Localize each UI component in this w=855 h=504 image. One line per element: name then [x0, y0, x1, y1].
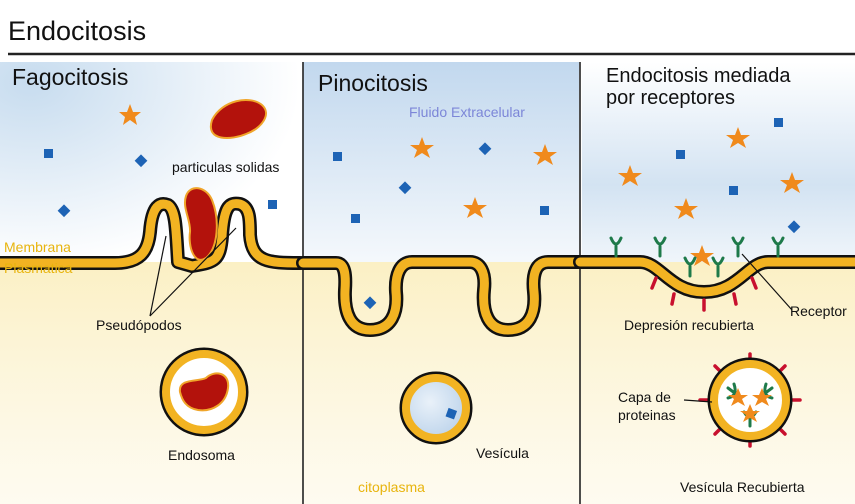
capa-label-2: proteinas: [618, 407, 676, 423]
vesicula-label: Vesícula: [476, 445, 529, 461]
molecule-square: [676, 150, 685, 159]
depresion-label: Depresión recubierta: [624, 317, 754, 333]
receptor-label: Receptor: [790, 303, 847, 319]
molecule-square: [351, 214, 360, 223]
coated-vesicle: [700, 354, 800, 446]
vesicle: [406, 378, 466, 438]
molecule-square: [540, 206, 549, 215]
endosoma-label: Endosoma: [168, 447, 235, 463]
section-title-fagocitosis: Fagocitosis: [12, 64, 128, 90]
section-title-pinocitosis: Pinocitosis: [318, 70, 428, 96]
section-title-receptores-1: Endocitosis mediada: [606, 65, 791, 87]
section-title-receptores-2: por receptores: [606, 87, 735, 109]
page-title: Endocitosis: [8, 16, 146, 46]
particulas-label: particulas solidas: [172, 159, 279, 175]
pseudopodos-label: Pseudópodos: [96, 317, 182, 333]
fluido-label: Fluido Extracelular: [409, 104, 525, 120]
molecule-square: [774, 118, 783, 127]
molecule-square: [268, 200, 277, 209]
molecule-square: [729, 186, 738, 195]
capa-label-1: Capa de: [618, 389, 671, 405]
molecule-square: [333, 152, 342, 161]
membrana-label-2: Plasmatica: [4, 260, 73, 276]
citoplasma-label: citoplasma: [358, 479, 425, 495]
molecule-square: [44, 149, 53, 158]
vesicula-recubierta-label: Vesícula Recubierta: [680, 479, 805, 495]
membrana-label-1: Membrana: [4, 239, 71, 255]
